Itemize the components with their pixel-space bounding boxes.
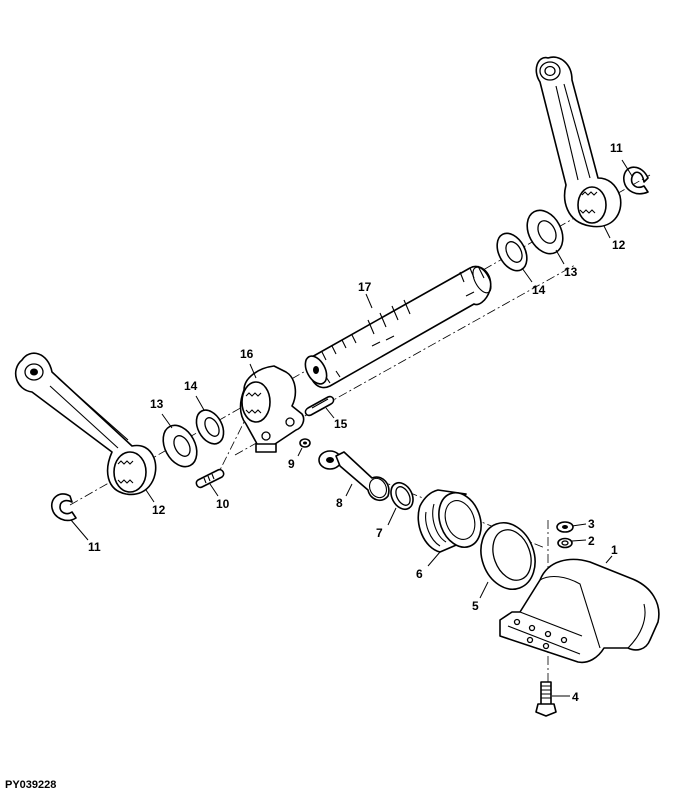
stud-bolt xyxy=(195,468,225,489)
right-snap-ring xyxy=(623,166,649,195)
callout-1: 1 xyxy=(611,543,618,557)
callout-14-right: 14 xyxy=(532,283,546,297)
leader-lines xyxy=(70,159,633,697)
piston-ring xyxy=(480,522,536,590)
hex-bolt xyxy=(535,681,557,717)
right-washer-13 xyxy=(526,209,564,255)
plug xyxy=(299,438,311,448)
figure-id: PY039228 xyxy=(5,779,57,791)
left-washer-14 xyxy=(195,409,225,445)
callout-13-left: 13 xyxy=(150,397,164,411)
piston-rod xyxy=(318,450,390,502)
left-washer-13 xyxy=(162,424,198,468)
callout-11-right: 11 xyxy=(610,141,623,155)
right-washer-14 xyxy=(496,232,528,272)
callout-11-left: 11 xyxy=(88,540,101,554)
lift-arm-hub xyxy=(239,365,305,453)
callout-17: 17 xyxy=(358,280,372,294)
callout-6: 6 xyxy=(416,567,423,581)
callout-8: 8 xyxy=(336,496,343,510)
callout-12-right: 12 xyxy=(612,238,626,252)
callout-7: 7 xyxy=(376,526,383,540)
callout-4: 4 xyxy=(572,690,579,704)
cylinder-housing xyxy=(499,558,660,664)
callout-14-left: 14 xyxy=(184,379,198,393)
piston xyxy=(417,489,482,553)
callout-3: 3 xyxy=(588,517,595,531)
washer-3 xyxy=(556,521,574,533)
right-lift-arm xyxy=(535,56,622,228)
callout-10: 10 xyxy=(216,497,230,511)
rockshaft xyxy=(304,265,492,389)
callout-labels: 1 2 3 4 5 6 7 8 9 10 11 11 12 12 13 13 1… xyxy=(88,141,626,704)
o-ring xyxy=(390,481,414,511)
callout-12-left: 12 xyxy=(152,503,166,517)
washer-2 xyxy=(557,537,573,549)
callout-9: 9 xyxy=(288,457,295,471)
roll-pin xyxy=(304,395,335,417)
callout-13-right: 13 xyxy=(564,265,578,279)
callout-5: 5 xyxy=(472,599,479,613)
callout-15: 15 xyxy=(334,417,348,431)
left-snap-ring xyxy=(50,493,77,522)
callout-2: 2 xyxy=(588,534,595,548)
left-lift-arm xyxy=(14,352,157,496)
callout-16: 16 xyxy=(240,347,254,361)
